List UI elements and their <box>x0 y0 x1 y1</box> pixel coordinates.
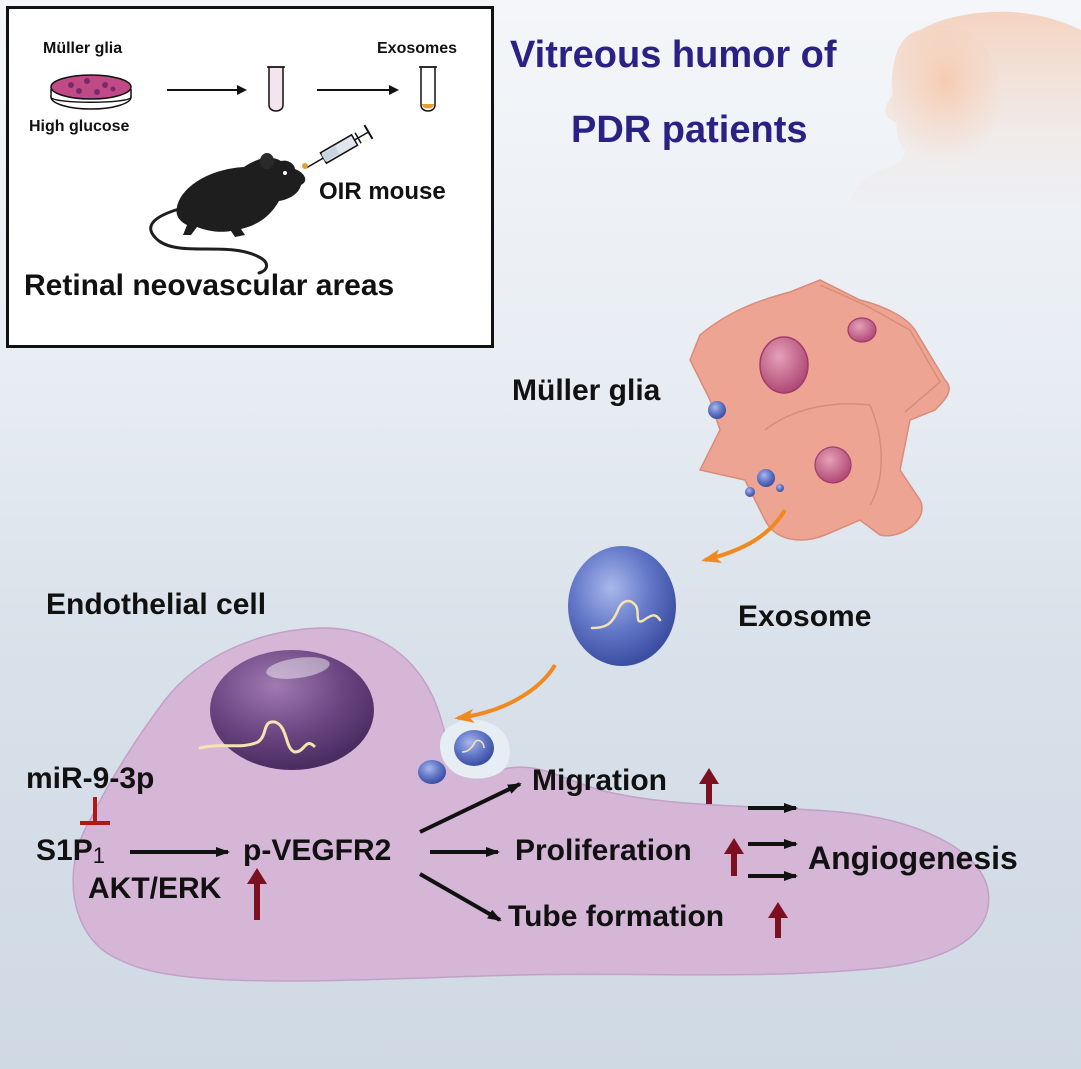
human-silhouette-icon <box>842 11 1081 260</box>
inset-result-label: Retinal neovascular areas <box>24 269 395 302</box>
petri-dish-icon <box>50 74 132 110</box>
exosome <box>568 546 676 666</box>
inset-panel: Müller glia High glucose Exosomes OIR mo… <box>6 6 494 348</box>
angiogenesis-label: Angiogenesis <box>808 840 1018 876</box>
uptake-arrow <box>454 663 557 723</box>
header-line1: Vitreous humor of <box>510 34 837 76</box>
inset-muller-label: Müller glia <box>43 40 123 57</box>
exosome-label: Exosome <box>738 600 872 633</box>
akt-erk-label: AKT/ERK <box>88 872 222 905</box>
inset-mouse-label: OIR mouse <box>319 178 446 205</box>
inset-graphics <box>50 66 437 275</box>
tube-formation-label: Tube formation <box>508 900 725 933</box>
mirna-label: miR-9-3p <box>26 762 155 795</box>
syringe-icon <box>305 124 374 169</box>
vegfr2-to-tube-arrow <box>419 872 502 922</box>
inhibition-symbol <box>80 797 110 825</box>
akt-erk-up-arrow-icon <box>247 868 267 920</box>
s1p1-main: S1P <box>36 834 93 867</box>
inset-glucose-label: High glucose <box>29 118 130 135</box>
muller-glia-label: Müller glia <box>512 374 661 407</box>
docked-exosome <box>454 730 494 766</box>
tube-formation-up-arrow-icon <box>768 902 788 938</box>
proliferation-up-arrow-icon <box>724 838 744 876</box>
exosome-tube-icon <box>419 66 437 112</box>
s1p1-subscript: 1 <box>92 843 105 868</box>
release-arrow <box>701 508 787 563</box>
internalized-exosome <box>418 760 446 784</box>
migration-label: Migration <box>532 764 667 797</box>
vegfr2-to-migration-arrow <box>419 782 522 834</box>
test-tube-icon <box>267 66 285 112</box>
muller-glia-cells <box>689 279 950 541</box>
endothelial-cell-label: Endothelial cell <box>46 588 267 621</box>
proliferation-label: Proliferation <box>515 834 692 867</box>
header-line2: PDR patients <box>571 109 808 151</box>
migration-up-arrow-icon <box>699 768 719 804</box>
inset-exosomes-label: Exosomes <box>377 40 458 57</box>
mouse-icon <box>149 153 306 275</box>
s1p1-label: S1P1 <box>36 834 105 869</box>
vegfr2-label: p-VEGFR2 <box>243 834 392 867</box>
nucleus <box>198 650 374 770</box>
